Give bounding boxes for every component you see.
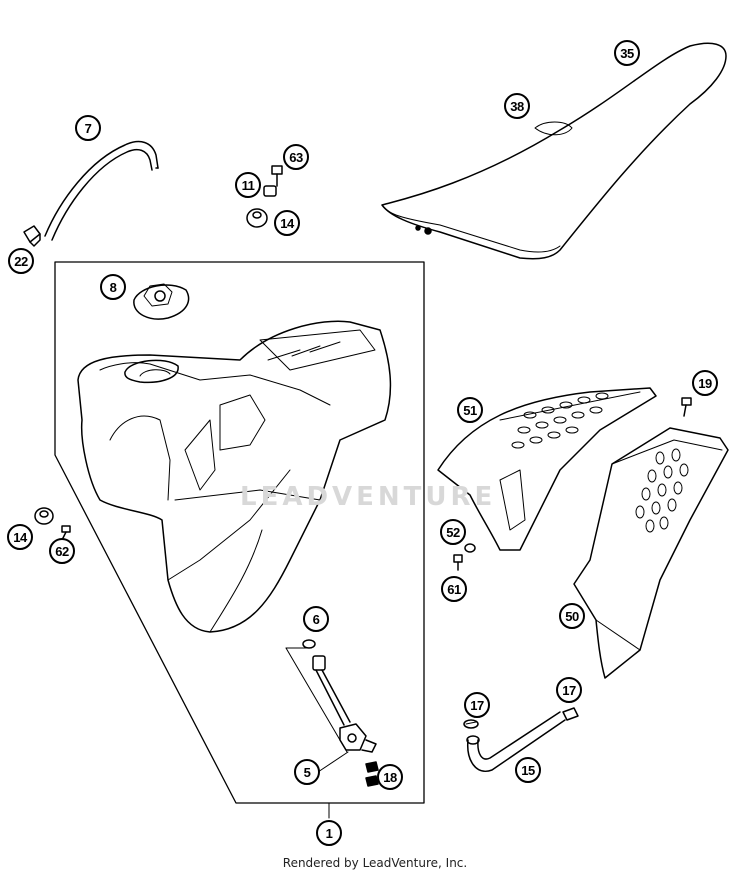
damper-14-top-drawing xyxy=(246,208,268,228)
side-panel-50-drawing xyxy=(573,427,729,679)
seat-drawing xyxy=(381,42,727,260)
damper-14-left-drawing xyxy=(34,507,54,525)
callout-1[interactable]: 1 xyxy=(316,820,342,846)
vent-slots xyxy=(511,392,609,449)
side-panel-51-drawing xyxy=(437,387,657,551)
fuel-tap-drawing xyxy=(312,655,377,753)
tank-assembly-border xyxy=(54,261,425,804)
washer-52-drawing xyxy=(464,543,476,553)
clamp-17-left-drawing xyxy=(463,719,479,729)
callout-19[interactable]: 19 xyxy=(692,370,718,396)
bolt-63-drawing xyxy=(271,165,283,187)
callout-15[interactable]: 15 xyxy=(515,757,541,783)
o-ring-6-drawing xyxy=(302,639,316,649)
callout-38[interactable]: 38 xyxy=(504,93,530,119)
callout-62[interactable]: 62 xyxy=(49,538,75,564)
callout-51[interactable]: 51 xyxy=(457,397,483,423)
screw-61-drawing xyxy=(453,554,463,571)
callout-63[interactable]: 63 xyxy=(283,144,309,170)
spacer-11-drawing xyxy=(263,185,277,197)
callout-35[interactable]: 35 xyxy=(614,40,640,66)
callout-22[interactable]: 22 xyxy=(8,248,34,274)
callout-7[interactable]: 7 xyxy=(75,115,101,141)
fitting-22-drawing xyxy=(23,225,41,247)
callout-6[interactable]: 6 xyxy=(303,606,329,632)
leader-line xyxy=(285,647,348,753)
footer-credit: Rendered by LeadVenture, Inc. xyxy=(282,856,468,870)
hose-15-drawing xyxy=(466,711,566,772)
fuel-cap-drawing xyxy=(133,283,190,320)
callout-17-left[interactable]: 17 xyxy=(464,692,490,718)
vent-slots xyxy=(635,448,689,533)
callout-61[interactable]: 61 xyxy=(441,576,467,602)
callout-5[interactable]: 5 xyxy=(294,759,320,785)
callout-8[interactable]: 8 xyxy=(100,274,126,300)
callout-17-right[interactable]: 17 xyxy=(556,677,582,703)
hose-7-drawing xyxy=(44,140,159,241)
bolt-19-drawing xyxy=(681,397,692,417)
callout-14[interactable]: 14 xyxy=(274,210,300,236)
callout-11[interactable]: 11 xyxy=(235,172,261,198)
fuel-tank-drawing xyxy=(77,320,392,633)
callout-50[interactable]: 50 xyxy=(559,603,585,629)
leader-line xyxy=(317,751,349,773)
watermark: LEADVENTURE xyxy=(240,482,497,512)
callout-14-left[interactable]: 14 xyxy=(7,524,33,550)
callout-18[interactable]: 18 xyxy=(377,764,403,790)
callout-52[interactable]: 52 xyxy=(440,519,466,545)
clamp-17-right-drawing xyxy=(562,707,579,721)
